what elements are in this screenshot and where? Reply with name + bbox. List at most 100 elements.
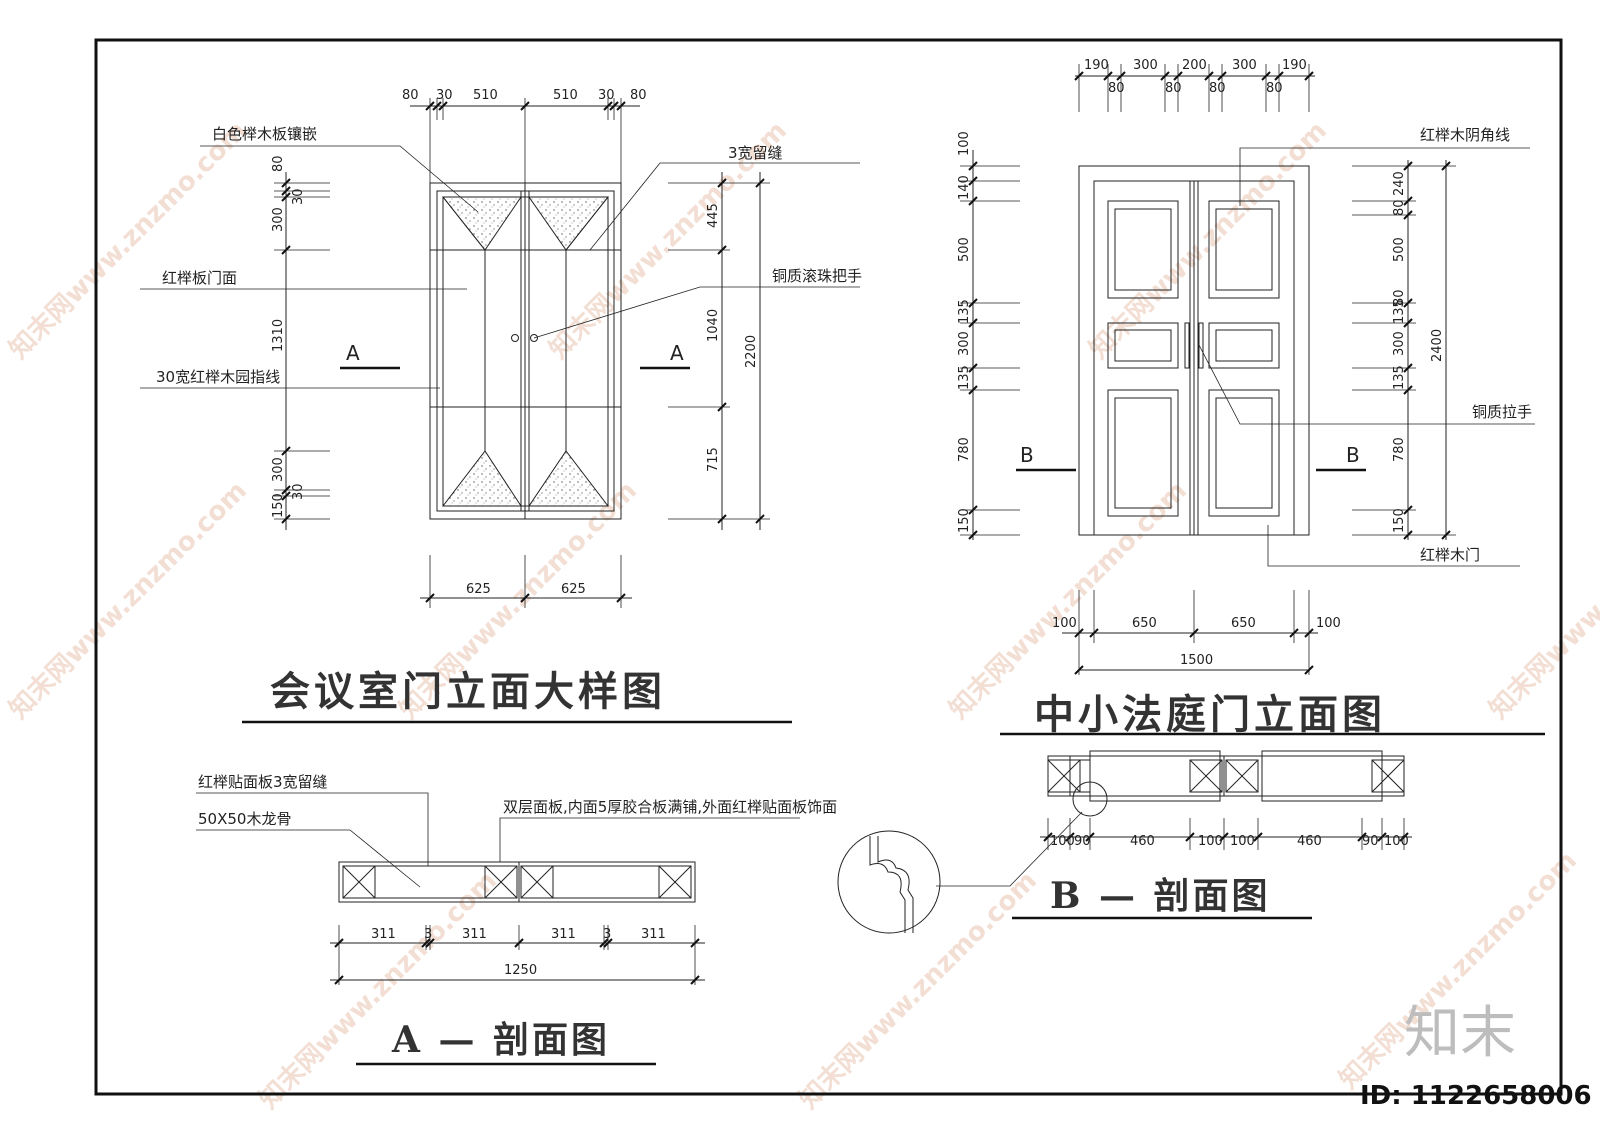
dim-label: 100 (1230, 834, 1255, 849)
watermark: 知末网www.znzmo.com (4, 116, 253, 365)
note-court-door: 红榉木门 (1420, 546, 1480, 564)
dim-label: 90 (1362, 834, 1379, 849)
section-mark-a: A (670, 341, 684, 365)
dim-label: 300 (1392, 331, 1407, 356)
dim-label: 100 (957, 131, 972, 156)
dim-label: 150 (1392, 508, 1407, 533)
dim-label: 460 (1297, 834, 1322, 849)
dim-label: 80 (271, 155, 286, 172)
pull-handle-icon (1184, 322, 1190, 369)
dim-label: 650 (1231, 616, 1256, 631)
section-a-drawing: 红榉贴面板3宽留缝 50X50木龙骨 双层面板,内面5厚胶合板满铺,外面红榉贴面… (196, 773, 837, 1066)
dim-label: 30 (291, 483, 306, 500)
dim-label: 80 (1266, 81, 1283, 96)
dim-label: 100 (1384, 834, 1409, 849)
watermark: 知末网www.znzmo.com (1484, 476, 1600, 725)
dim-label: 780 (957, 437, 972, 462)
dim-label: 150 (271, 493, 286, 518)
dim-label: 510 (553, 88, 578, 103)
note-face: 红榉板门面 (162, 269, 237, 287)
dim-label: 135 (957, 365, 972, 390)
dim-label: 625 (561, 582, 586, 597)
image-id-label: ID: 1122658006 (1360, 1081, 1592, 1111)
section-mark-a: A (346, 341, 360, 365)
dim-label: 1310 (271, 319, 286, 352)
watermark: 知末网www.znzmo.com (254, 866, 503, 1115)
section-mark-b: B (1020, 443, 1034, 467)
dim-label: 300 (957, 331, 972, 356)
inlay-triangle (441, 196, 522, 251)
dim-label: 460 (1130, 834, 1155, 849)
dim-label: 80 (630, 88, 647, 103)
dim-label: 100 (1050, 834, 1075, 849)
court-door-title: 中小法庭门立面图 (1034, 691, 1386, 738)
dim-label: 300 (271, 457, 286, 482)
dim-label: 311 (641, 927, 666, 942)
dim-label: 80 (1209, 81, 1226, 96)
note-veneer: 红榉贴面板3宽留缝 (198, 773, 328, 791)
dim-label: 1500 (1180, 653, 1213, 668)
dim-label: 650 (1132, 616, 1157, 631)
dim-label: 1250 (504, 963, 537, 978)
watermark: 知末网www.znzmo.com (794, 866, 1043, 1115)
dim-label: 500 (957, 237, 972, 262)
note-gap: 3宽留缝 (728, 144, 783, 162)
note-panel: 双层面板,内面5厚胶合板满铺,外面红榉贴面板饰面 (503, 798, 837, 816)
ball-handle-icon (511, 334, 519, 342)
note-corner-line: 红榉木阴角线 (1420, 126, 1510, 144)
dim-label: 780 (1392, 437, 1407, 462)
dim-label: 30 (291, 188, 306, 205)
dim-label: 510 (473, 88, 498, 103)
dim-label: 300 (1232, 58, 1257, 73)
dim-label: 3 (424, 927, 432, 942)
dim-label: 190 (1084, 58, 1109, 73)
watermark-layer: 知末网www.znzmo.com 知末网www.znzmo.com 知末网www… (4, 116, 1600, 1115)
dim-label: 1040 (706, 309, 721, 342)
meeting-door-title: 会议室门立面大样图 (270, 668, 666, 715)
watermark: 知末网www.znzmo.com (4, 476, 253, 725)
molding-detail-circle (837, 830, 941, 934)
dim-label: 30 (598, 88, 615, 103)
inlay-triangle (528, 450, 610, 507)
dim-label: 300 (1133, 58, 1158, 73)
note-handle: 铜质滚珠把手 (772, 267, 862, 285)
dim-label: 311 (462, 927, 487, 942)
dim-label: 625 (466, 582, 491, 597)
section-b-title: B — 剖面图 (1050, 875, 1271, 917)
section-a-title: A — 剖面图 (391, 1019, 610, 1061)
dim-label: 80 (1392, 199, 1407, 216)
dim-label: 30 (436, 88, 453, 103)
inlay-triangle (441, 450, 522, 507)
dim-label: 80 (1165, 81, 1182, 96)
dim-label: 715 (706, 447, 721, 472)
brand-logo: 知末 (1404, 1001, 1516, 1066)
note-inlay: 白色榉木板镶嵌 (212, 125, 317, 143)
dim-label: 140 (957, 175, 972, 200)
watermark: 知末网www.znzmo.com (1084, 116, 1333, 365)
dim-label: 300 (271, 207, 286, 232)
section-b-drawing: 100 90 460 100 100 460 90 100 B — 剖面图 (837, 750, 1412, 934)
dim-label: 311 (371, 927, 396, 942)
dim-label: 445 (706, 203, 721, 228)
section-mark-b: B (1346, 443, 1360, 467)
dim-label: 90 (1074, 834, 1091, 849)
dim-label: 240 (1392, 171, 1407, 196)
dim-label: 135 (1392, 299, 1407, 324)
note-court-handle: 铜质拉手 (1472, 403, 1532, 421)
drawing-frame (94, 38, 1563, 1096)
dim-label: 500 (1392, 237, 1407, 262)
note-keel: 50X50木龙骨 (198, 810, 291, 828)
dim-label: 100 (1198, 834, 1223, 849)
dim-label: 150 (957, 508, 972, 533)
dim-label: 100 (1052, 616, 1077, 631)
meeting-door-elevation: 80 30 510 510 30 80 80 30 300 1310 300 3… (140, 88, 862, 724)
dim-label: 100 (1316, 616, 1341, 631)
dim-label: 200 (1182, 58, 1207, 73)
court-door-elevation: 190 300 200 300 190 80 80 80 80 100 140 … (957, 58, 1545, 738)
dim-label: 2400 (1430, 329, 1445, 362)
note-molding: 30宽红榉木园指线 (156, 368, 280, 386)
dim-label: 80 (402, 88, 419, 103)
dim-label: 135 (957, 299, 972, 324)
dim-label: 135 (1392, 365, 1407, 390)
